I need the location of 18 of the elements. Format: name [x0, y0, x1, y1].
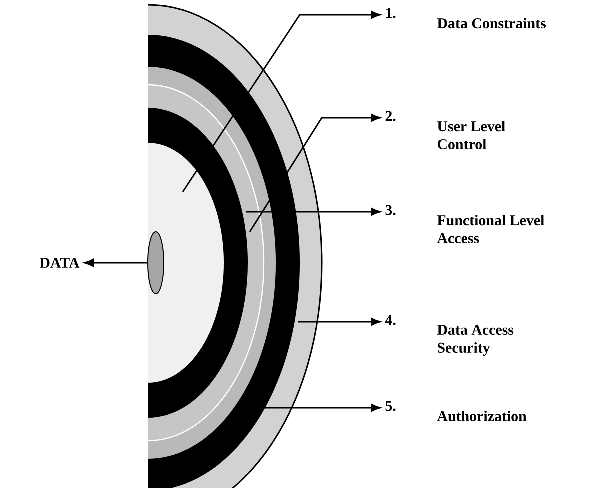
- layer-label: Authorization: [437, 410, 527, 422]
- leader-line: [182, 11, 381, 192]
- leader-line: [298, 318, 381, 326]
- core-ellipse: [148, 231, 164, 294]
- leader-line: [249, 114, 381, 232]
- item-number: 5.: [386, 401, 396, 412]
- item-number: 4.: [385, 315, 396, 326]
- leader-line: [246, 208, 381, 216]
- item-number: 2.: [386, 111, 396, 122]
- layer-label: Data Access Security: [437, 325, 514, 356]
- leader-line: [264, 404, 381, 412]
- arrow: [84, 259, 148, 267]
- item-number: 3.: [386, 205, 396, 216]
- layer-label: Functional Level Access: [437, 215, 544, 244]
- item-number: 1.: [386, 8, 396, 18]
- layer-label: Data Constraints: [437, 18, 546, 29]
- layer-label: User Level Control: [438, 121, 506, 150]
- center-label: DATA: [40, 258, 80, 268]
